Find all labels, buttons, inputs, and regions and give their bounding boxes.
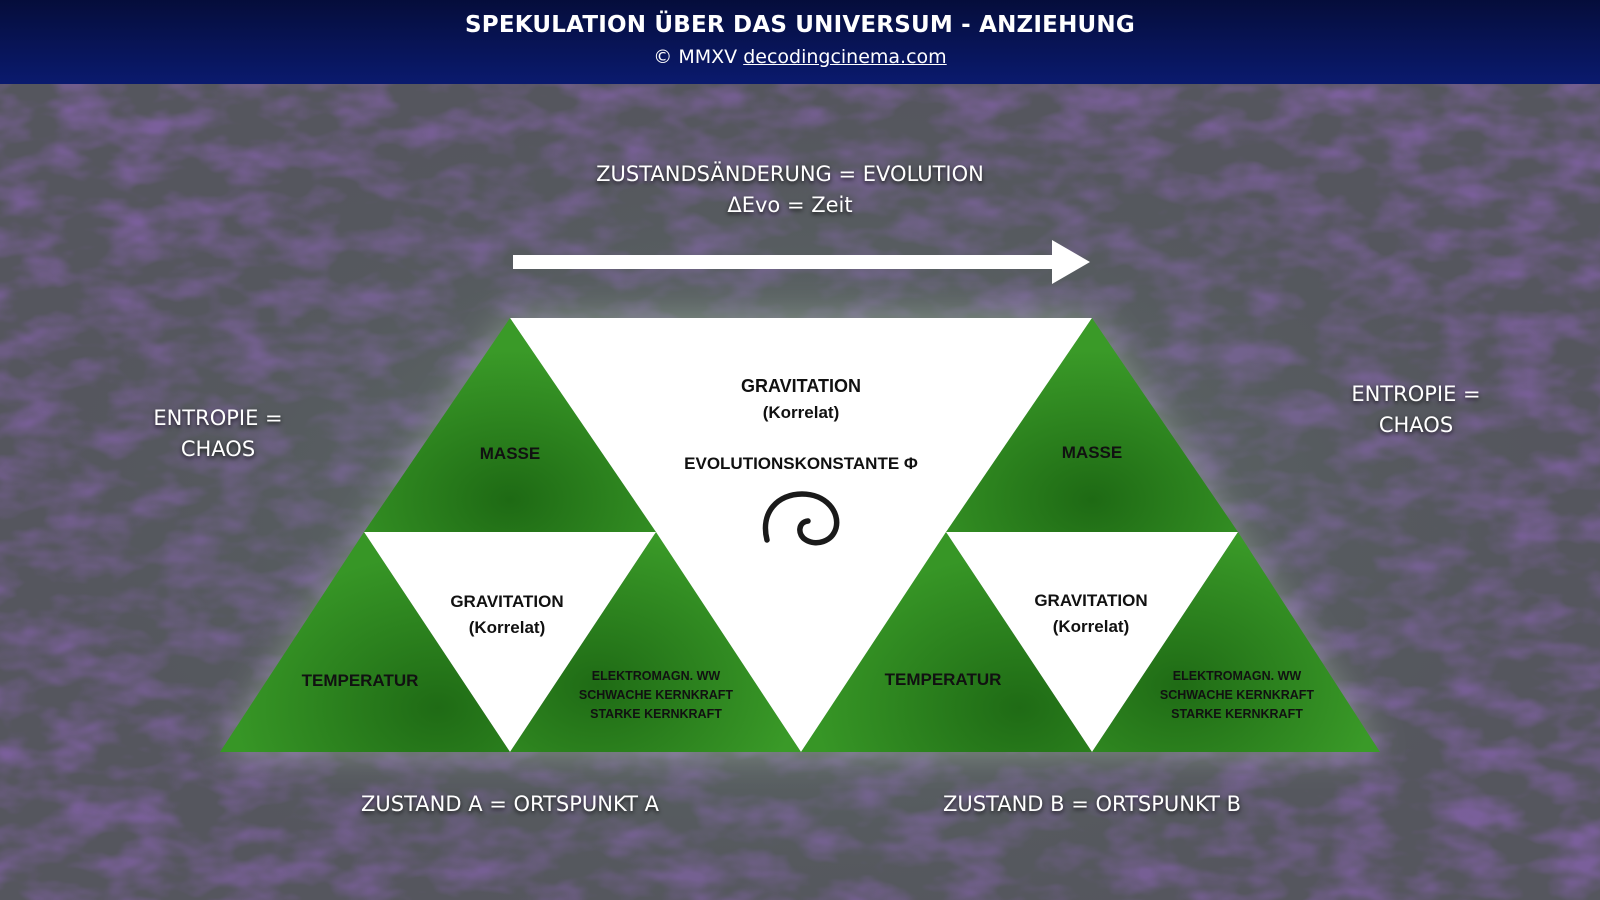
- state-a-force-3: STARKE KERNKRAFT: [590, 707, 722, 721]
- state-a-gravitation-label: GRAVITATION: [450, 592, 563, 611]
- entropy-left-line2: CHAOS: [180, 437, 256, 461]
- header-bar: SPEKULATION ÜBER DAS UNIVERSUM - ANZIEHU…: [0, 0, 1600, 84]
- entropy-right-label: ENTROPIE = CHAOS: [1306, 379, 1526, 441]
- state-a-temperatur-triangle: [220, 532, 510, 752]
- state-a-temperatur-label: TEMPERATUR: [302, 671, 419, 690]
- center-korrelat-label: (Korrelat): [763, 403, 840, 422]
- state-b-temperatur-triangle: [801, 532, 1092, 752]
- state-b-masse-triangle: [946, 318, 1238, 532]
- state-a-caption: ZUSTAND A = ORTSPUNKT A: [360, 792, 660, 816]
- copyright-text: © MMXV: [653, 46, 738, 68]
- state-b-temperatur-label: TEMPERATUR: [885, 670, 1002, 689]
- evolution-heading: ZUSTANDSÄNDERUNG = EVOLUTION ΔEvo = Zeit: [540, 159, 1040, 221]
- state-a-force-2: SCHWACHE KERNKRAFT: [579, 688, 734, 702]
- evolution-formula: ΔEvo = Zeit: [727, 193, 853, 217]
- state-a-korrelat-label: (Korrelat): [469, 618, 546, 637]
- entropy-right-line1: ENTROPIE =: [1351, 382, 1481, 406]
- evolution-constant-label: EVOLUTIONSKONSTANTE Φ: [684, 454, 918, 473]
- entropy-right-line2: CHAOS: [1378, 413, 1454, 437]
- state-b-force-2: SCHWACHE KERNKRAFT: [1160, 688, 1315, 702]
- state-b-caption: ZUSTAND B = ORTSPUNKT B: [942, 792, 1242, 816]
- center-gravitation-label: GRAVITATION: [741, 376, 861, 396]
- spiral-icon: [762, 491, 840, 546]
- state-a-forces-triangle: [510, 532, 801, 752]
- state-b-forces-triangle: [1092, 532, 1380, 752]
- website-link[interactable]: decodingcinema.com: [743, 46, 947, 68]
- state-b-gravitation-triangle: [946, 532, 1238, 752]
- state-b-force-3: STARKE KERNKRAFT: [1171, 707, 1303, 721]
- state-a-force-1: ELEKTROMAGN. WW: [592, 669, 721, 683]
- state-b-gravitation-label: GRAVITATION: [1034, 591, 1147, 610]
- credit-line: © MMXV decodingcinema.com: [0, 46, 1600, 68]
- state-b-korrelat-label: (Korrelat): [1053, 617, 1130, 636]
- state-a-masse-triangle: [364, 318, 656, 532]
- page-title: SPEKULATION ÜBER DAS UNIVERSUM - ANZIEHU…: [465, 12, 1135, 38]
- state-a-masse-label: MASSE: [480, 444, 540, 463]
- state-a-gravitation-triangle: [364, 532, 656, 752]
- state-b-force-1: ELEKTROMAGN. WW: [1173, 669, 1302, 683]
- evolution-arrow: [513, 240, 1090, 284]
- evolution-title: ZUSTANDSÄNDERUNG = EVOLUTION: [596, 162, 984, 186]
- entropy-left-line1: ENTROPIE =: [153, 406, 283, 430]
- entropy-left-label: ENTROPIE = CHAOS: [108, 403, 328, 465]
- state-b-masse-label: MASSE: [1062, 443, 1122, 462]
